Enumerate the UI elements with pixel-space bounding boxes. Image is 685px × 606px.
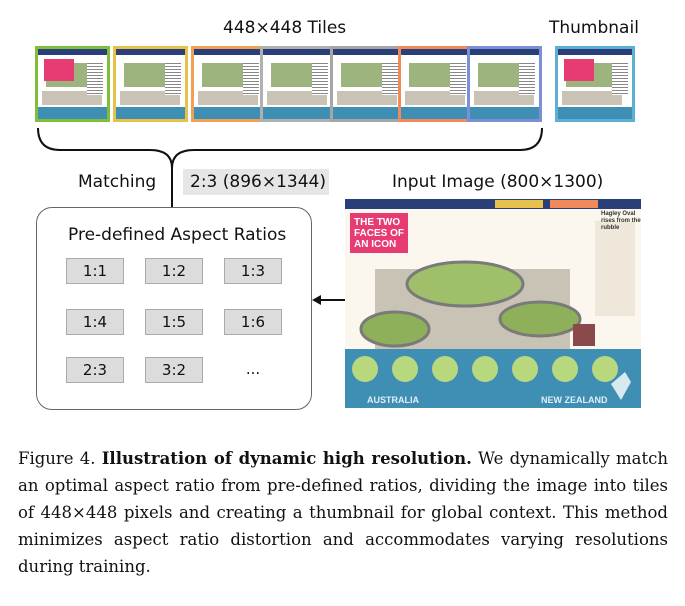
tile-lines — [87, 61, 103, 95]
ratio-chip: 3:2 — [145, 357, 203, 383]
matched-ratio-box — [183, 169, 329, 195]
tile-hdr — [38, 49, 107, 55]
tile-hdr — [470, 49, 539, 55]
brace-diagram — [37, 127, 543, 207]
image-tile — [260, 46, 335, 122]
tile-lines — [519, 61, 535, 95]
tile-hdr — [194, 49, 263, 55]
tile-blk2 — [562, 91, 622, 105]
poster-thumb-7 — [592, 356, 618, 382]
poster-stadium-1 — [405, 260, 525, 308]
tile-strip — [333, 107, 402, 119]
thumbnail-tile — [555, 46, 635, 122]
tile-hdr — [558, 49, 632, 55]
image-tile — [398, 46, 473, 122]
image-tile — [35, 46, 110, 122]
poster-header-accent-2 — [550, 200, 598, 208]
tile-strip — [558, 107, 632, 119]
ratio-chip: 1:2 — [145, 258, 203, 284]
poster-text-column — [595, 221, 635, 316]
ratio-chip: 1:4 — [66, 309, 124, 335]
tile-headline-block — [44, 59, 74, 81]
image-tile — [467, 46, 542, 122]
poster-thumb-5 — [512, 356, 538, 382]
caption-figure-number: Figure 4. — [18, 449, 96, 468]
matching-label: Matching — [78, 172, 157, 192]
poster-map-shape — [611, 372, 631, 400]
poster-illustration — [345, 199, 641, 408]
ratio-ellipsis: ... — [245, 360, 261, 378]
poster-stadium-2 — [498, 300, 582, 338]
poster-side-title: Hagley Oval rises from the rubble — [601, 211, 641, 231]
tile-strip — [194, 107, 263, 119]
ratio-chip: 1:5 — [145, 309, 203, 335]
poster-header-bar — [345, 199, 641, 209]
aspect-ratio-title: Pre-defined Aspect Ratios — [68, 225, 287, 245]
tile-strip — [263, 107, 332, 119]
tile-hdr — [333, 49, 402, 55]
input-image: THE TWO FACES OF AN ICON Hagley Oval ris… — [345, 199, 641, 408]
tiles-label: 448×448 Tiles — [223, 18, 347, 38]
caption-title: Illustration of dynamic high resolution. — [101, 449, 472, 468]
tile-hdr — [116, 49, 185, 55]
poster-country-right: NEW ZEALAND — [541, 395, 608, 405]
tile-strip — [470, 107, 539, 119]
tile-lines — [243, 61, 259, 95]
poster-thumb-4 — [472, 356, 498, 382]
image-tile — [330, 46, 405, 122]
tile-lines — [165, 61, 181, 95]
tile-strip — [116, 107, 185, 119]
tile-strip — [38, 107, 107, 119]
tile-headline-block — [564, 59, 594, 81]
poster-photo — [573, 324, 595, 346]
poster-header-accent — [495, 200, 543, 208]
ratio-chip: 1:3 — [224, 258, 282, 284]
tile-strip — [401, 107, 470, 119]
input-arrow-head — [312, 295, 321, 305]
poster-headline: THE TWO FACES OF AN ICON — [354, 217, 405, 250]
tile-lines — [612, 61, 628, 95]
tile-hdr — [401, 49, 470, 55]
ratio-chip: 1:6 — [224, 309, 282, 335]
tiles-brace — [37, 127, 543, 169]
poster-stadium-3 — [359, 310, 431, 348]
poster-thumb-1 — [352, 356, 378, 382]
image-tile — [113, 46, 188, 122]
caption-body: We dynamically match an optimal aspect r… — [18, 449, 668, 576]
poster-thumb-2 — [392, 356, 418, 382]
ratio-chip: 1:1 — [66, 258, 124, 284]
poster-thumb-3 — [432, 356, 458, 382]
matched-ratio-text: 2:3 (896×1344) — [190, 172, 326, 192]
thumbnail-label: Thumbnail — [549, 18, 639, 38]
input-image-label: Input Image (800×1300) — [392, 172, 604, 192]
poster-thumb-6 — [552, 356, 578, 382]
poster-country-left: AUSTRALIA — [367, 395, 419, 405]
image-tile — [191, 46, 266, 122]
ratio-chip: 2:3 — [66, 357, 124, 383]
tile-lines — [312, 61, 328, 95]
input-arrow — [312, 295, 346, 305]
tile-hdr — [263, 49, 332, 55]
tile-lines — [382, 61, 398, 95]
figure-caption: Figure 4. Illustration of dynamic high r… — [18, 445, 668, 580]
tile-lines — [450, 61, 466, 95]
poster-headline-block — [350, 213, 408, 253]
